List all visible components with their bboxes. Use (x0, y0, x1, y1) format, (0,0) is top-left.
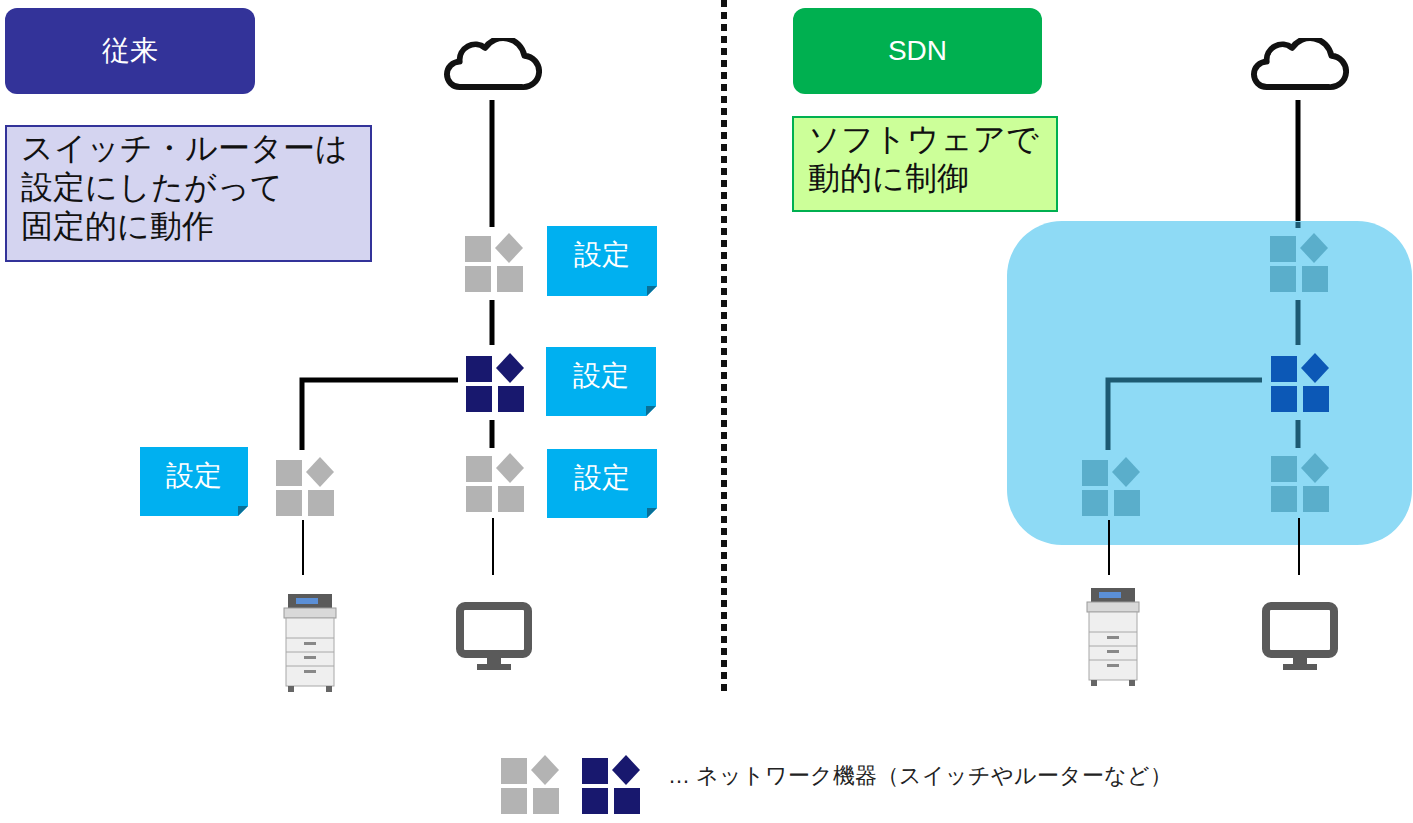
printer-icon (284, 594, 336, 692)
panel-badge: 従来 (5, 8, 255, 94)
device-cable (1108, 520, 1110, 575)
sdn-control-area (1007, 221, 1412, 545)
note-box: スイッチ・ルーターは 設定にしたがって 固定的に動作 (5, 125, 372, 262)
note-box: ソフトウェアで 動的に制御 (792, 116, 1058, 212)
device-cable (492, 518, 494, 575)
badge-label: 従来 (102, 32, 158, 70)
cloud-icon (447, 38, 539, 87)
network-link (490, 420, 495, 448)
network-device (466, 453, 524, 512)
network-device (1270, 233, 1328, 292)
network-device (1271, 453, 1329, 512)
network-link (1296, 222, 1301, 228)
network-device (276, 457, 334, 516)
legend-sample (501, 755, 559, 814)
setting-tag: 設定 (546, 347, 656, 416)
tag-fold (646, 406, 656, 416)
legend-label: … ネットワーク機器（スイッチやルーターなど） (668, 761, 1172, 791)
tag-label: 設定 (546, 357, 656, 395)
network-device (466, 353, 524, 412)
monitor-icon (460, 606, 528, 670)
tag-fold (647, 286, 657, 296)
device-cable (302, 520, 304, 575)
tag-label: 設定 (547, 459, 657, 497)
device-cable (1298, 518, 1300, 575)
printer-icon (1087, 588, 1139, 686)
network-device (465, 233, 523, 292)
divider-line (721, 0, 727, 693)
tag-label: 設定 (140, 457, 248, 495)
network-link (302, 380, 458, 450)
tag-label: 設定 (547, 236, 657, 274)
note-text: スイッチ・ルーターは 設定にしたがって 固定的に動作 (21, 129, 360, 246)
tag-fold (238, 506, 248, 516)
setting-tag: 設定 (547, 226, 657, 296)
network-link (1108, 380, 1262, 450)
network-link (1296, 100, 1301, 227)
network-link (490, 100, 495, 227)
cloud-icon (1254, 38, 1346, 87)
network-device (1082, 457, 1140, 516)
monitor-icon (1266, 606, 1334, 670)
setting-tag: 設定 (140, 447, 248, 516)
network-device (1271, 353, 1329, 412)
badge-label: SDN (888, 35, 947, 67)
panel-badge: SDN (793, 8, 1042, 94)
legend-sample (582, 755, 640, 814)
network-link (490, 300, 495, 345)
note-text: ソフトウェアで 動的に制御 (808, 120, 1046, 198)
tag-fold (647, 508, 657, 518)
network-link (1296, 300, 1301, 345)
network-link (1296, 420, 1301, 448)
setting-tag: 設定 (547, 449, 657, 518)
